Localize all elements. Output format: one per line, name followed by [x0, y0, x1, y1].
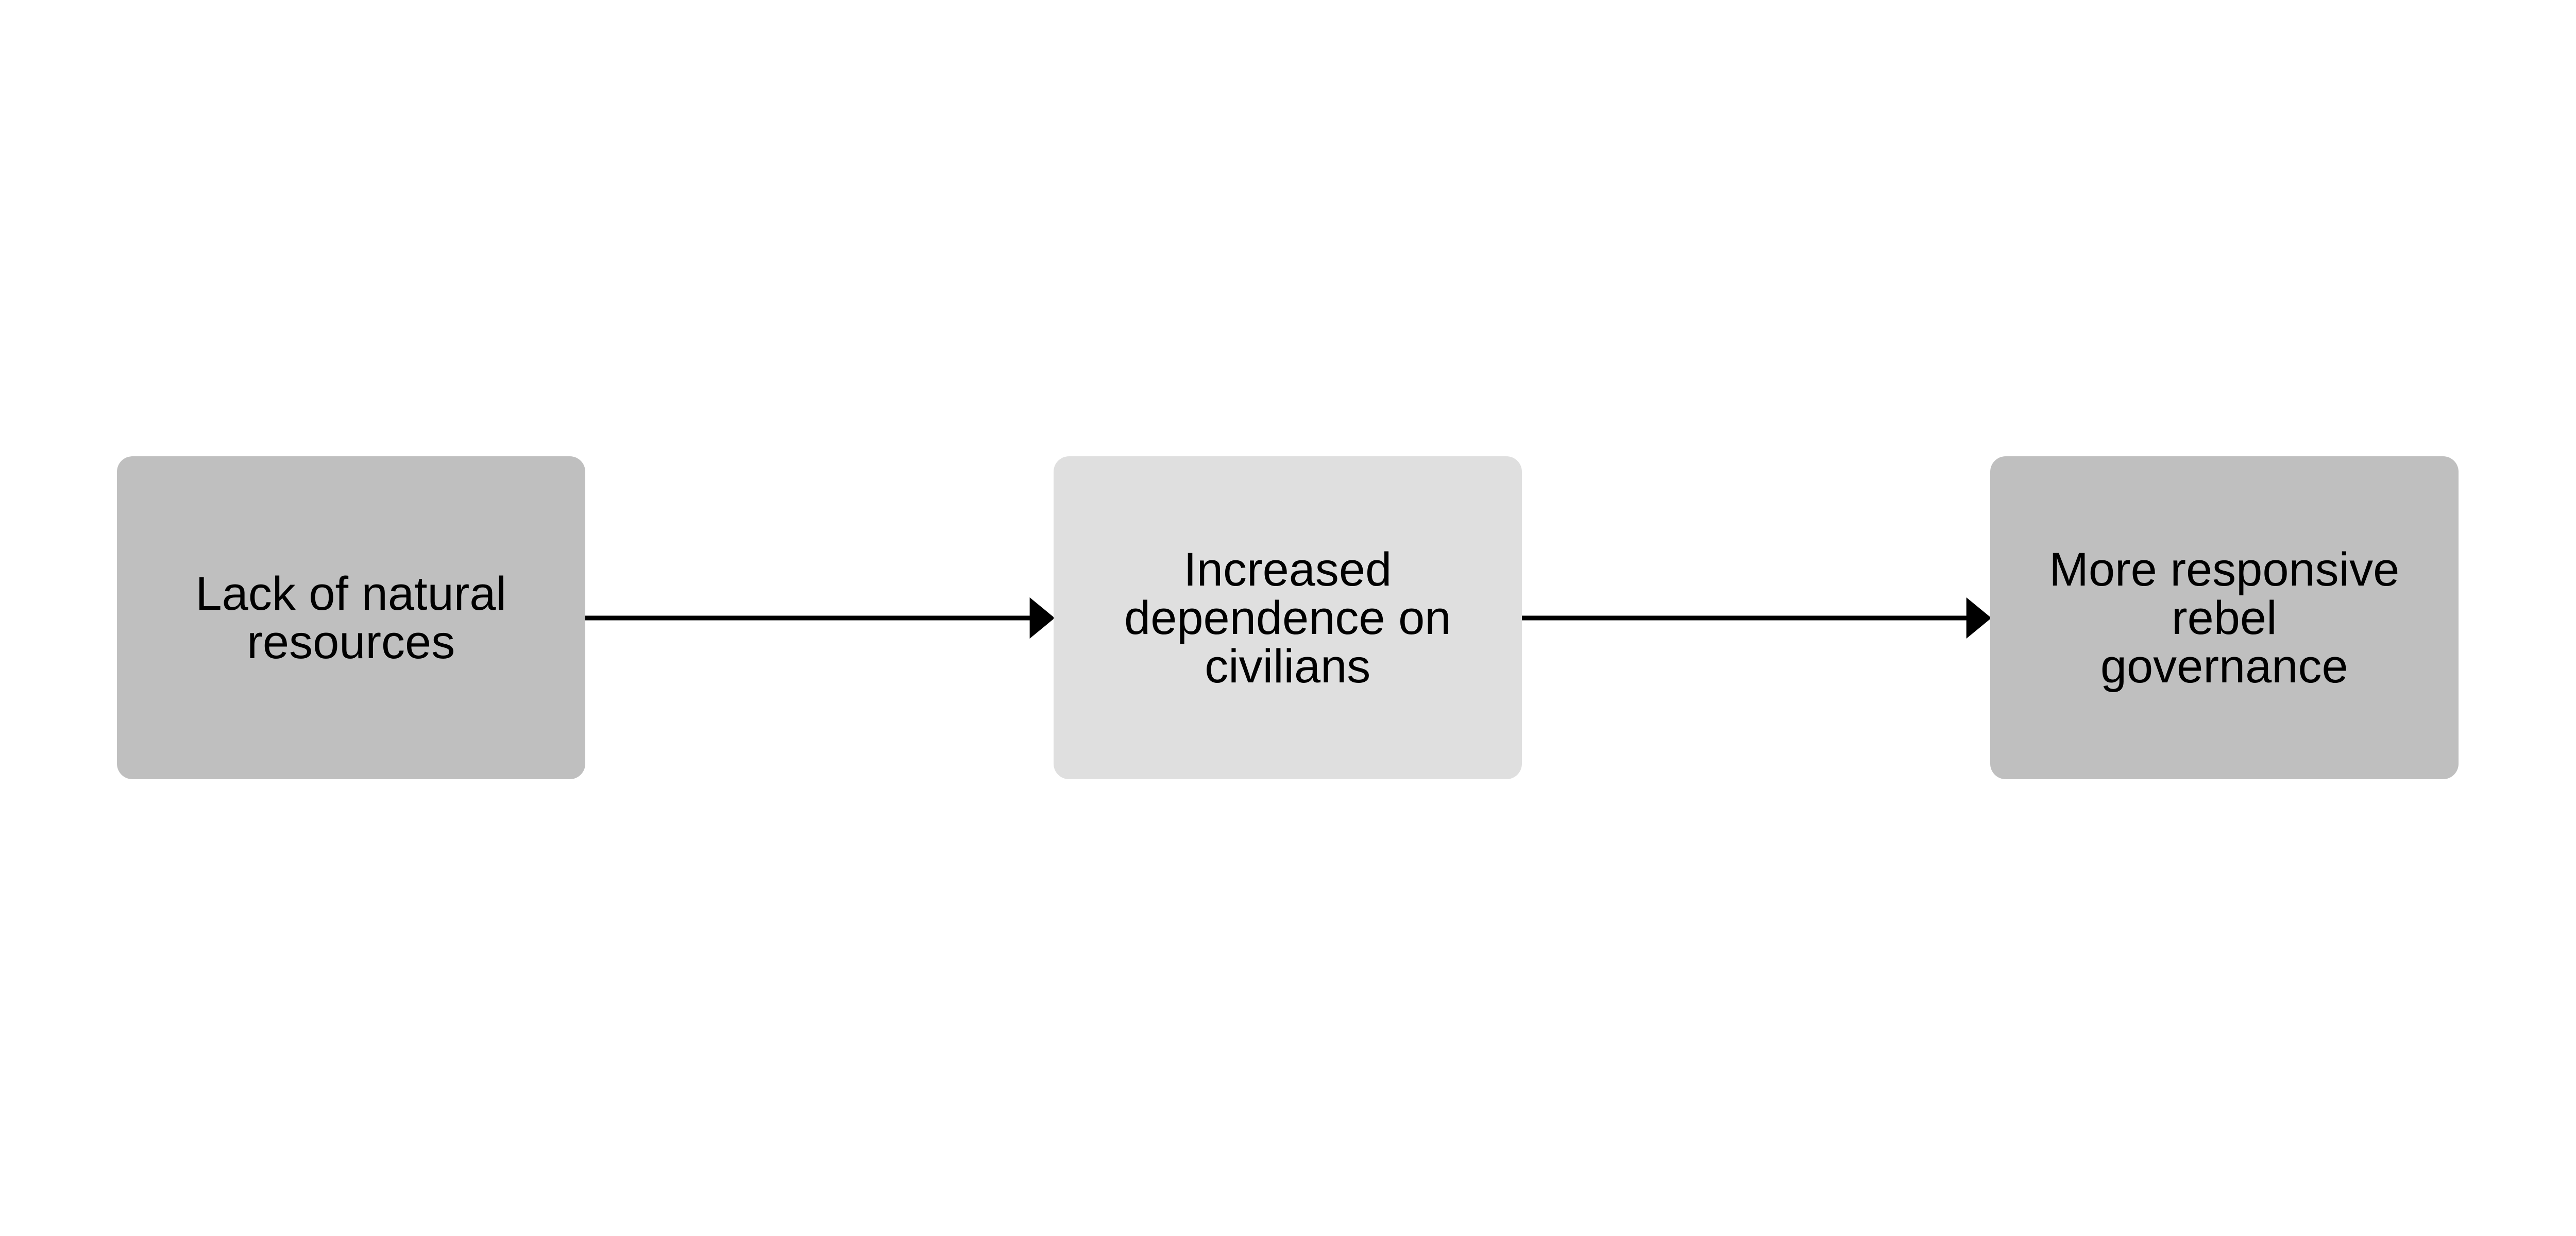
node-increased-dependence-on-civilians: Increased dependence on civilians [1054, 456, 1522, 779]
node-more-responsive-rebel-governance: More responsive rebel governance [1990, 456, 2459, 779]
node-label: More responsive rebel governance [2049, 543, 2400, 693]
node-label: Lack of natural resources [195, 567, 506, 668]
arrow-2-to-3 [1521, 597, 1992, 639]
node-label: Increased dependence on civilians [1124, 543, 1451, 693]
arrowhead-icon [1029, 597, 1055, 639]
node-lack-of-natural-resources: Lack of natural resources [117, 456, 585, 779]
arrow-1-to-2 [585, 597, 1055, 639]
arrowhead-icon [1966, 597, 1992, 639]
